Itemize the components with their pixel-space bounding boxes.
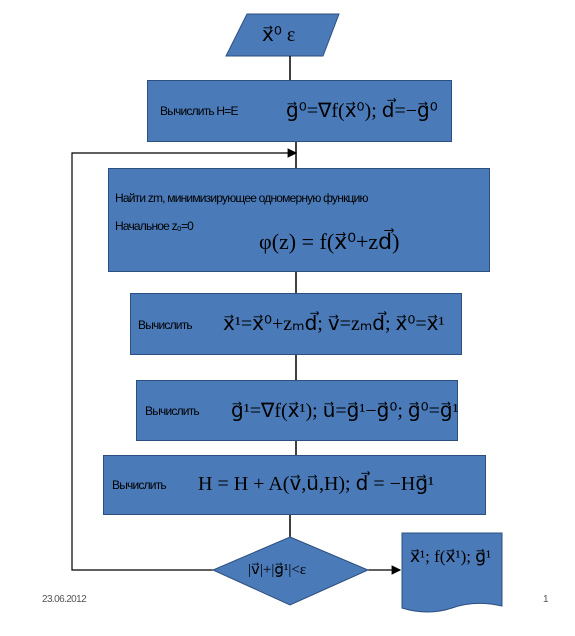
step1-label: Вычислить H=E — [160, 104, 238, 118]
step3-box: Вычислить x⃗¹=x⃗⁰+zₘd⃗; v⃗=zₘd⃗; x⃗⁰=x⃗¹ — [130, 293, 462, 355]
step5-label: Вычислить — [112, 478, 167, 492]
step4-formula: g⃗¹=∇f(x⃗¹); u⃗=g⃗¹−g⃗⁰; g⃗⁰=g⃗¹ — [231, 400, 459, 422]
step2-formula: φ(z) = f(x⃗⁰+zd⃗) — [259, 229, 400, 254]
footer-date: 23.06.2012 — [42, 594, 87, 605]
step5-formula: H = H + A(v⃗,u⃗,H); d⃗ = −Hg⃗¹ — [198, 473, 435, 495]
decision-text: |v⃗|+|g⃗¹|<ε — [248, 562, 307, 578]
step3-label: Вычислить — [138, 318, 193, 332]
step1-formula: g⃗⁰=∇f(x⃗⁰); d⃗=−g⃗⁰ — [286, 100, 438, 122]
step2-line1: Найти zm, минимизирующее одномерную функ… — [115, 191, 369, 205]
step2-line2: Начальное z₀=0 — [115, 219, 194, 233]
input-text: x⃗⁰ ε — [262, 24, 296, 46]
output-document — [401, 532, 503, 613]
output-text: x⃗¹; f(x⃗¹); g⃗¹ — [410, 547, 492, 566]
step4-label: Вычислить — [145, 404, 200, 418]
step2-box: Найти zm, минимизирующее одномерную функ… — [108, 168, 490, 272]
step5-box: Вычислить H = H + A(v⃗,u⃗,H); d⃗ = −Hg⃗¹ — [103, 455, 486, 515]
step3-formula: x⃗¹=x⃗⁰+zₘd⃗; v⃗=zₘd⃗; x⃗⁰=x⃗¹ — [223, 313, 445, 335]
footer-page: 1 — [543, 594, 549, 605]
decision-diamond — [211, 536, 370, 606]
input-parallelogram — [225, 13, 340, 57]
loop-back-line — [71, 148, 298, 571]
step1-box: Вычислить H=E g⃗⁰=∇f(x⃗⁰); d⃗=−g⃗⁰ — [147, 80, 452, 142]
step4-box: Вычислить g⃗¹=∇f(x⃗¹); u⃗=g⃗¹−g⃗⁰; g⃗⁰=g… — [136, 380, 459, 441]
